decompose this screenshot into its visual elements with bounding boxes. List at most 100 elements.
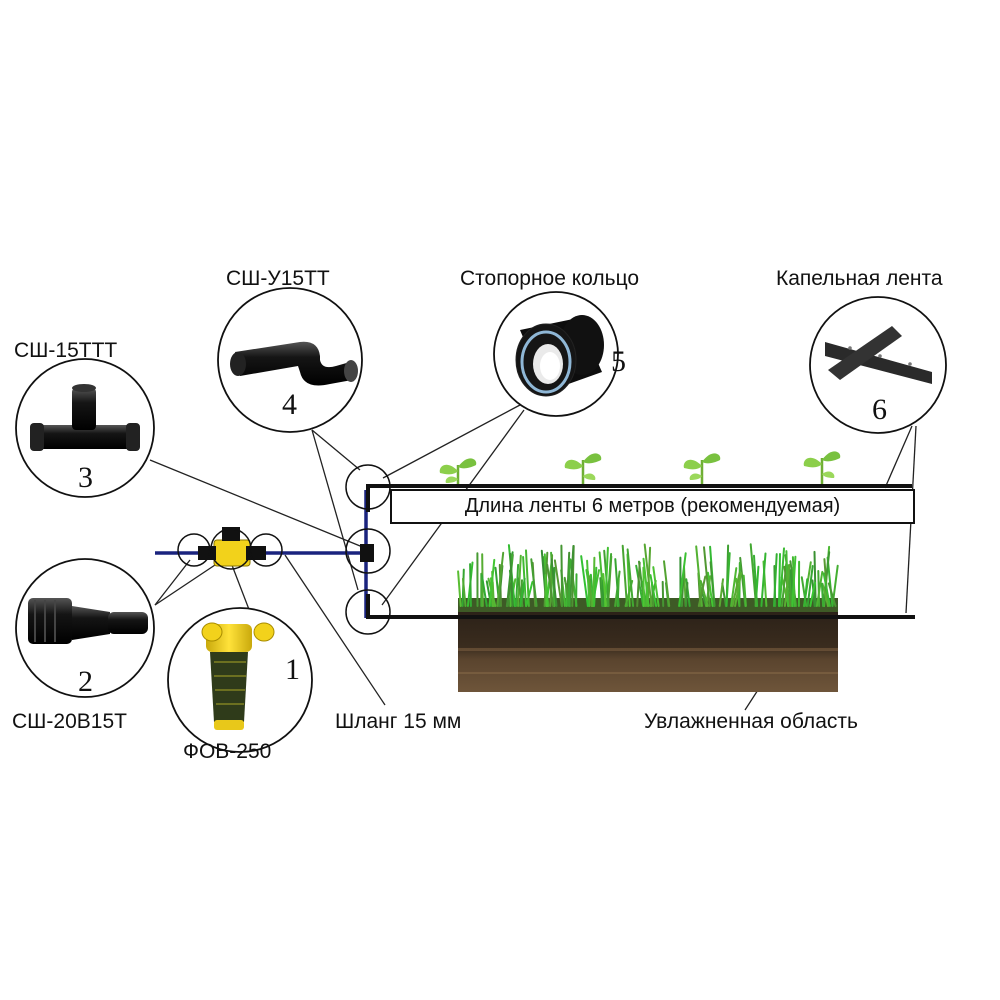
grass-blade (642, 557, 650, 607)
filter-icon (201, 622, 275, 730)
seedling-icon (683, 453, 721, 486)
grass-blade (821, 582, 830, 607)
label-tape: Капельная лента (776, 267, 943, 290)
grass-blade (703, 546, 711, 607)
grass-blade (599, 577, 604, 607)
grass-blade (550, 558, 558, 607)
mesh-filter-icon (198, 527, 266, 567)
grass-blade (643, 543, 653, 607)
grass-blade (783, 563, 791, 607)
elbow-fitting-icon (230, 341, 358, 386)
grass-blade (749, 543, 758, 607)
callout-tee (15, 358, 155, 498)
grass-blade (553, 559, 563, 607)
grass-blade (827, 582, 837, 607)
tee-junction (360, 544, 374, 562)
grass-blade (730, 567, 738, 607)
grass-blade (469, 563, 472, 607)
grass-blade (649, 574, 658, 607)
grass-blade (480, 574, 488, 607)
grass-blade (593, 566, 598, 607)
grass-blade (586, 559, 591, 607)
drip-tape-lines (366, 484, 915, 619)
grass-blade (652, 566, 660, 607)
grass-blade (568, 545, 575, 607)
grass-blade (544, 574, 548, 607)
grass-blade (525, 549, 530, 607)
tape-length-banner: Длина ленты 6 метров (рекомендуемая) (390, 489, 915, 524)
grass-blade (462, 577, 467, 607)
grass-blade (678, 552, 687, 607)
grass-blade (707, 571, 714, 607)
label-hose: Шланг 15 мм (335, 710, 462, 733)
callout-ring (493, 291, 619, 417)
drip-tape-icon (825, 326, 932, 384)
grass-blade (699, 580, 709, 607)
callout-tape (809, 296, 947, 434)
grass-blade (684, 581, 689, 607)
label-filter: ФОВ-250 (183, 740, 272, 763)
callout-adapter (15, 558, 155, 698)
grass-blade (602, 573, 607, 607)
grass-blade (734, 572, 743, 607)
callout-filter (167, 607, 313, 753)
label-tee: СШ-15ТТТ (14, 339, 118, 362)
grass-blade (760, 552, 767, 607)
grass-blade (773, 553, 778, 607)
grass-blade (725, 552, 731, 607)
grass-blade (820, 582, 825, 607)
grass-blade (731, 572, 741, 607)
tee-fitting-icon (30, 384, 140, 451)
grass-blade (457, 570, 462, 607)
grass-blade (663, 560, 671, 607)
grass-soil-icon (457, 543, 839, 692)
number-adapter: 2 (78, 665, 93, 698)
grass-blade (803, 578, 809, 607)
label-elbow: СШ-У15ТТ (226, 267, 330, 290)
grass-blade (560, 544, 564, 607)
number-tape: 6 (872, 393, 887, 426)
junction-circles (177, 464, 391, 635)
grass-blade (588, 575, 593, 607)
grass-blade (580, 555, 589, 607)
grass-blade (822, 572, 831, 607)
grass-blade (626, 548, 635, 607)
grass-blade (488, 558, 496, 607)
grass-blade (806, 565, 814, 607)
grass-blade (809, 581, 816, 607)
grass-blade (718, 578, 724, 607)
grass-blade (614, 558, 620, 607)
grass-blade (742, 574, 747, 607)
seedling-icon (564, 453, 602, 486)
seedling-icon (803, 451, 841, 486)
grass-blade (546, 563, 555, 607)
seedlings (439, 451, 841, 487)
grass-blade (515, 563, 520, 607)
label-wet-area: Увлажненная область (644, 710, 858, 733)
number-tee: 3 (78, 461, 93, 494)
seedling-icon (439, 458, 477, 487)
grass-blade (791, 555, 797, 607)
grass-blade (635, 564, 645, 607)
number-elbow: 4 (282, 388, 297, 421)
grass-blade (813, 550, 817, 607)
adapter-fitting-icon (28, 598, 148, 644)
grass-blade (778, 547, 785, 607)
grass-blade (509, 552, 514, 607)
grass-blade (568, 558, 571, 607)
grass-blade (636, 561, 641, 607)
label-ring: Стопорное кольцо (460, 267, 640, 290)
stop-ring-icon (515, 315, 604, 397)
number-ring: 5 (611, 345, 626, 378)
label-adapter: СШ-20В15Т (12, 710, 127, 733)
grass-blade (517, 554, 522, 607)
number-filter: 1 (285, 653, 300, 686)
grass-blade (519, 577, 526, 607)
grass-blade (626, 553, 631, 607)
grass-blade (496, 551, 505, 607)
grass-blade (815, 570, 824, 607)
grass-blade (778, 553, 781, 607)
grass-blade (621, 544, 628, 607)
